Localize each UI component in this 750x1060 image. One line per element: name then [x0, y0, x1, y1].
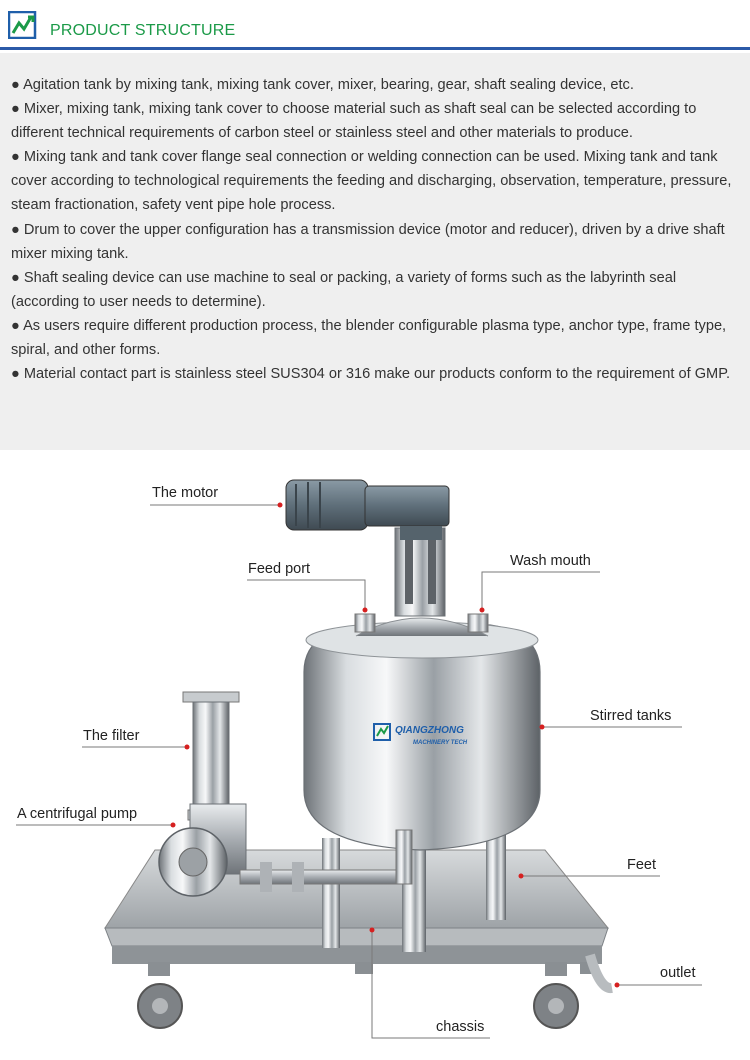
- callout-dot-feet: [518, 873, 524, 879]
- bullet-item: ● Agitation tank by mixing tank, mixing …: [11, 77, 634, 93]
- brand-name: QIANGZHONG: [395, 725, 464, 736]
- connecting-piping: [239, 829, 413, 892]
- section-header: PRODUCT STRUCTURE: [0, 0, 750, 50]
- product-diagram: QIANGZHONG MACHINERY TECH The motor: [0, 450, 750, 1060]
- callout-line-wash-mouth: [481, 571, 600, 608]
- callout-dot-feed-port: [362, 607, 368, 613]
- label-feed-port: Feed port: [248, 561, 311, 577]
- callout-dots: [170, 502, 620, 988]
- callout-line-feed-port: [247, 579, 366, 608]
- motor-body: [285, 479, 450, 540]
- callout-dot-pump: [170, 822, 176, 828]
- filter-housing: [182, 691, 240, 821]
- tank-legs: [322, 830, 506, 952]
- machine-illustration: QIANGZHONG MACHINERY TECH: [16, 479, 702, 1039]
- brand-subtitle: MACHINERY TECH: [413, 740, 468, 746]
- callout-dot-wash-mouth: [479, 607, 485, 613]
- caster-wheels: [137, 962, 598, 1029]
- callout-dot-outlet: [614, 982, 620, 988]
- callout-dot-filter: [184, 744, 190, 750]
- label-chassis: chassis: [436, 1019, 485, 1035]
- bullet-item: ● Material contact part is stainless ste…: [11, 366, 731, 383]
- centrifugal-pump: [158, 803, 247, 897]
- bullet-item: ● Drum to cover the upper configuration …: [11, 221, 725, 262]
- company-logo-icon: [8, 11, 37, 39]
- label-wash-mouth: Wash mouth: [510, 553, 591, 569]
- brand-mark: [373, 723, 391, 741]
- bullet-item: ● Shaft sealing device can use machine t…: [11, 269, 677, 310]
- header-divider: [0, 47, 750, 50]
- mixer-shaft-frame: [394, 527, 446, 617]
- label-centrifugal-pump: A centrifugal pump: [17, 806, 138, 822]
- tank-ports: [354, 613, 489, 633]
- label-motor: The motor: [152, 485, 219, 501]
- label-filter: The filter: [83, 728, 140, 744]
- callout-line-chassis: [371, 930, 490, 1039]
- bullet-item: ● Mixer, mixing tank, mixing tank cover …: [11, 101, 697, 142]
- label-outlet: outlet: [660, 965, 696, 981]
- bullet-item: ● As users require different production …: [11, 317, 727, 359]
- label-stirred-tanks: Stirred tanks: [590, 708, 672, 724]
- callout-dot-stirred-tanks: [539, 724, 545, 730]
- callout-dot-chassis: [369, 927, 375, 933]
- label-feet: Feet: [627, 857, 657, 873]
- description-block: ● Agitation tank by mixing tank, mixing …: [0, 53, 750, 450]
- page-title: PRODUCT STRUCTURE: [50, 22, 236, 39]
- outlet-pipe: [585, 953, 613, 994]
- bullet-item: ● Mixing tank and tank cover flange seal…: [11, 149, 732, 214]
- callout-dot-motor: [277, 502, 283, 508]
- callout-lines: [16, 504, 702, 1039]
